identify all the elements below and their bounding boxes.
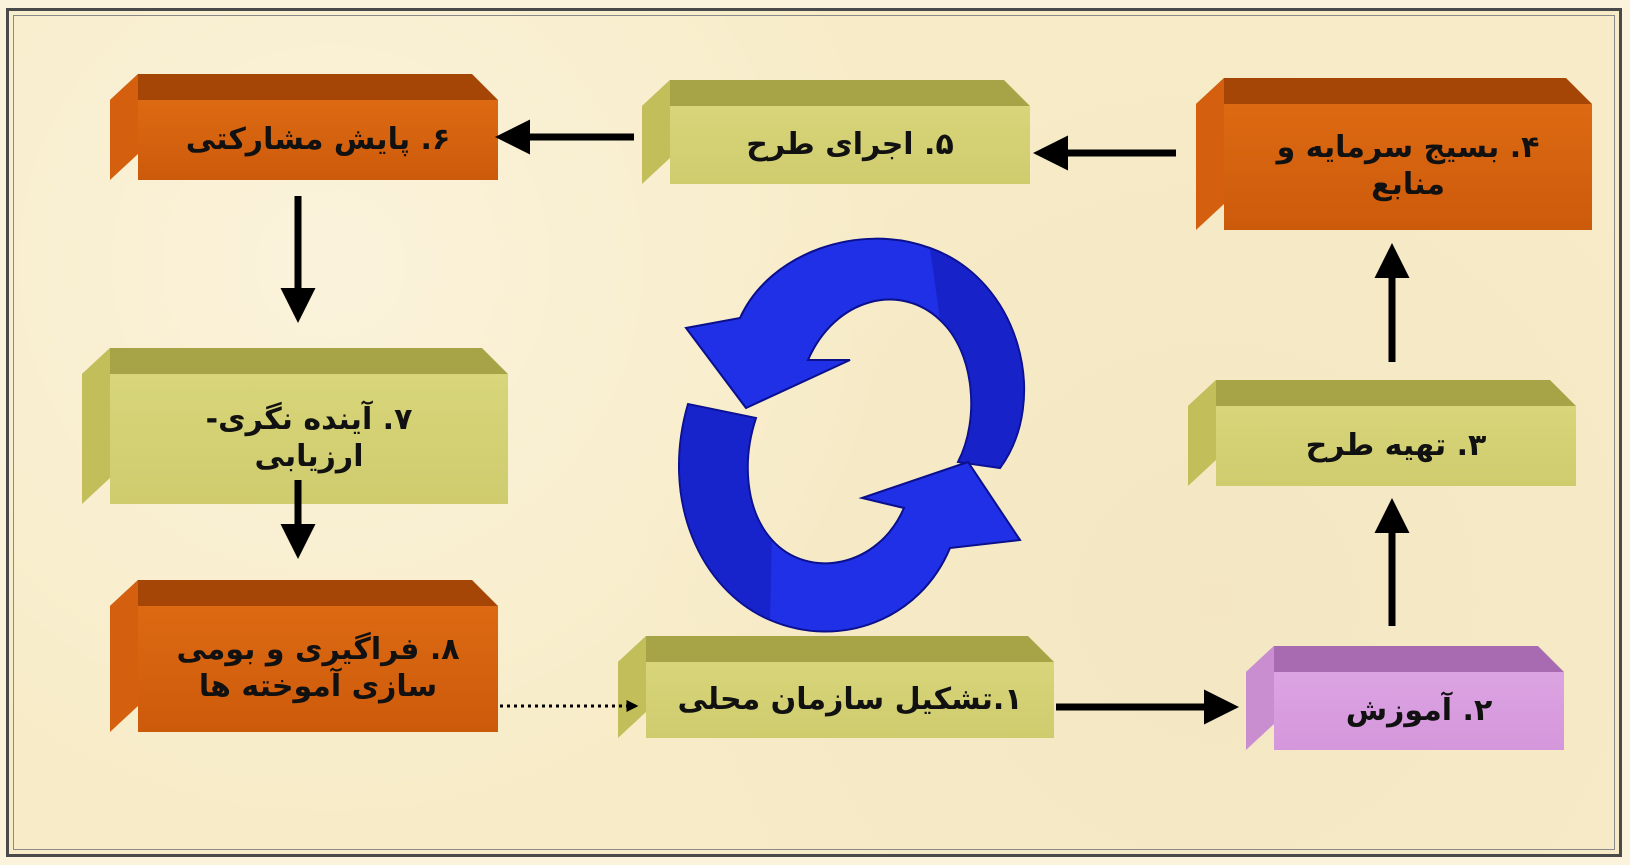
step-8-label-line2: سازی آموخته ها xyxy=(198,669,438,704)
step-4-label-line1: ۴. بسیج سرمایه و xyxy=(1276,130,1540,166)
step-5-box: ۵. اجرای طرح xyxy=(642,80,1030,184)
step-6-label: ۶. پایش مشارکتی xyxy=(185,121,451,157)
step-8-label-line1: ۸. فراگیری و بومی xyxy=(176,632,460,668)
step-2-label: ۲. آموزش xyxy=(1345,692,1493,728)
step-1-box: ۱.تشکیل سازمان محلی xyxy=(618,636,1054,738)
step-7-label-line1: ۷. آینده نگری- xyxy=(205,402,413,438)
step-2-box: ۲. آموزش xyxy=(1246,646,1564,750)
step-4-box: ۴. بسیج سرمایه و منابع xyxy=(1196,78,1592,230)
circular-refresh-arrows-icon xyxy=(678,237,1026,633)
step-3-label: ۳. تهیه طرح xyxy=(1305,427,1487,463)
step-5-label: ۵. اجرای طرح xyxy=(746,126,954,162)
step-1-label: ۱.تشکیل سازمان محلی xyxy=(677,681,1023,717)
step-6-box: ۶. پایش مشارکتی xyxy=(110,74,498,180)
step-4-label-line2: منابع xyxy=(1371,167,1445,202)
step-7-box: ۷. آینده نگری- ارزیابی xyxy=(82,348,508,504)
step-8-box: ۸. فراگیری و بومی سازی آموخته ها xyxy=(110,580,498,732)
step-3-box: ۳. تهیه طرح xyxy=(1188,380,1576,486)
step-7-label-line2: ارزیابی xyxy=(254,439,364,474)
